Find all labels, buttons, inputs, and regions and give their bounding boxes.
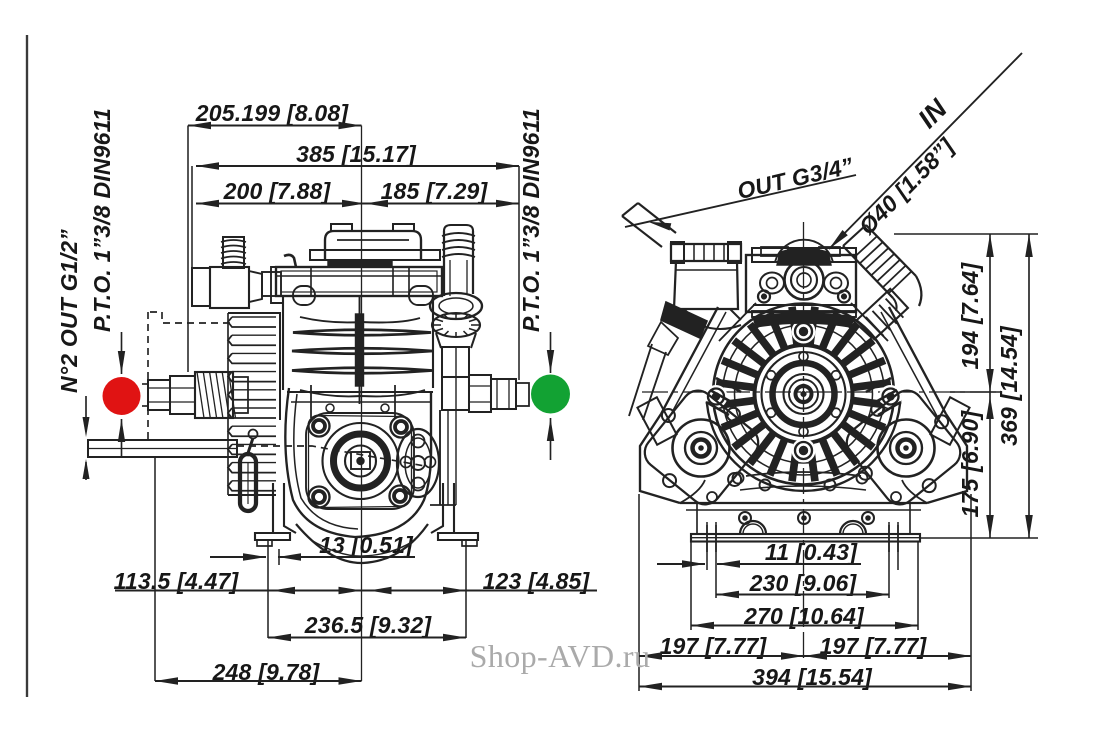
svg-text:P.T.O. 1”3/8 DIN9611: P.T.O. 1”3/8 DIN9611 (89, 108, 115, 332)
svg-text:194 [7.64]: 194 [7.64] (957, 261, 983, 369)
svg-text:197 [7.77]: 197 [7.77] (660, 633, 768, 659)
svg-text:205.199 [8.08]: 205.199 [8.08] (195, 100, 350, 126)
svg-text:Shop-AVD.ru: Shop-AVD.ru (470, 638, 651, 674)
svg-text:P.T.O. 1”3/8 DIN9611: P.T.O. 1”3/8 DIN9611 (518, 108, 544, 332)
svg-text:236.5 [9.32]: 236.5 [9.32] (304, 612, 433, 638)
svg-text:385 [15.17]: 385 [15.17] (296, 141, 417, 167)
svg-text:200 [7.88]: 200 [7.88] (223, 178, 332, 204)
svg-text:197 [7.77]: 197 [7.77] (820, 633, 928, 659)
svg-text:175 [6.90]: 175 [6.90] (957, 409, 983, 517)
svg-text:11 [0.43]: 11 [0.43] (765, 539, 858, 565)
svg-text:185 [7.29]: 185 [7.29] (381, 178, 489, 204)
svg-text:N°2 OUT G1/2”: N°2 OUT G1/2” (56, 229, 82, 393)
svg-text:369 [14.54]: 369 [14.54] (996, 325, 1022, 446)
